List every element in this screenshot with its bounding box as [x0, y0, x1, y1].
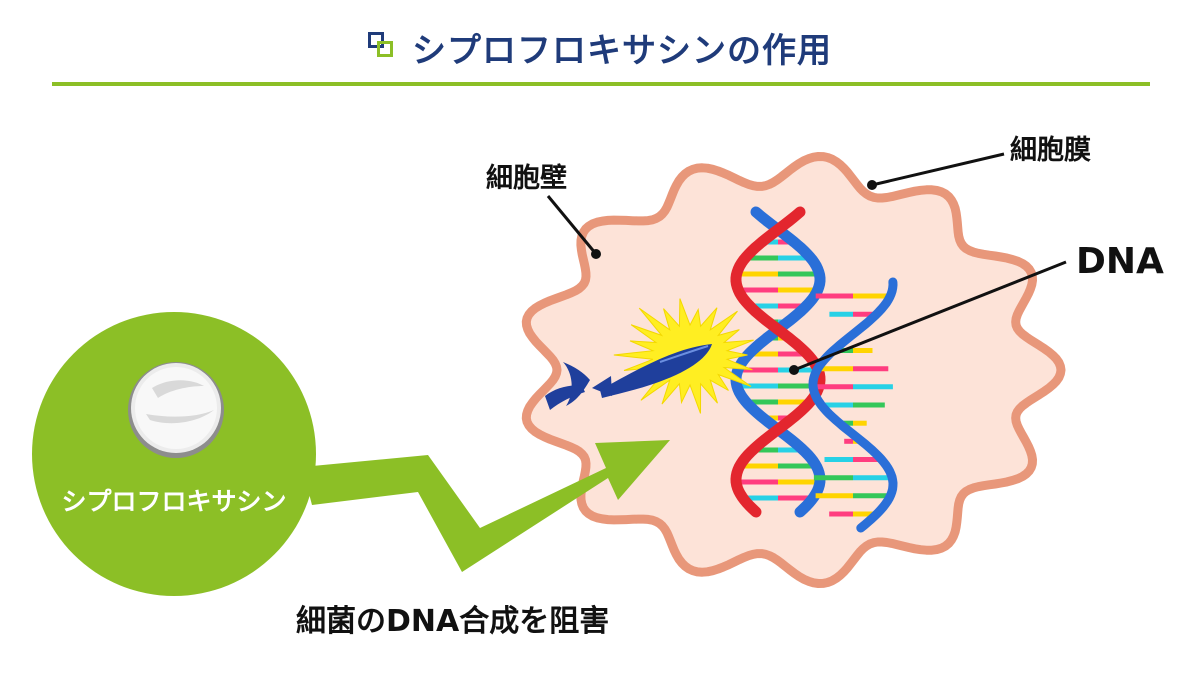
square-outline-green: [377, 41, 393, 57]
leader-line-dna: [789, 260, 1067, 375]
label-cell-wall: 細胞壁: [486, 163, 567, 194]
dna-helix-left: [730, 206, 826, 518]
sword-icon: [545, 344, 712, 410]
pill-icon: [128, 362, 224, 458]
page-title: シプロフロキサシンの作用: [412, 30, 832, 71]
dna-strand-blue-left: [730, 206, 826, 518]
dna-strand-blue-right: [808, 277, 898, 533]
zigzag-arrow: [302, 440, 670, 572]
leader-line-cell-membrane: [867, 152, 1005, 190]
squares-icon: [368, 32, 398, 62]
dna-helix-right: [808, 277, 898, 533]
label-effect: 細菌のDNA合成を阻害: [296, 604, 610, 639]
label-dna: DNA: [1076, 241, 1164, 282]
label-drug-name: シプロフロキサシン: [61, 487, 287, 516]
label-cell-membrane: 細胞膜: [1010, 135, 1091, 166]
leader-line-cell-wall: [546, 195, 601, 259]
title-underline: [52, 82, 1150, 86]
square-outline-navy: [368, 32, 384, 48]
title-row: シプロフロキサシンの作用: [0, 22, 1200, 72]
